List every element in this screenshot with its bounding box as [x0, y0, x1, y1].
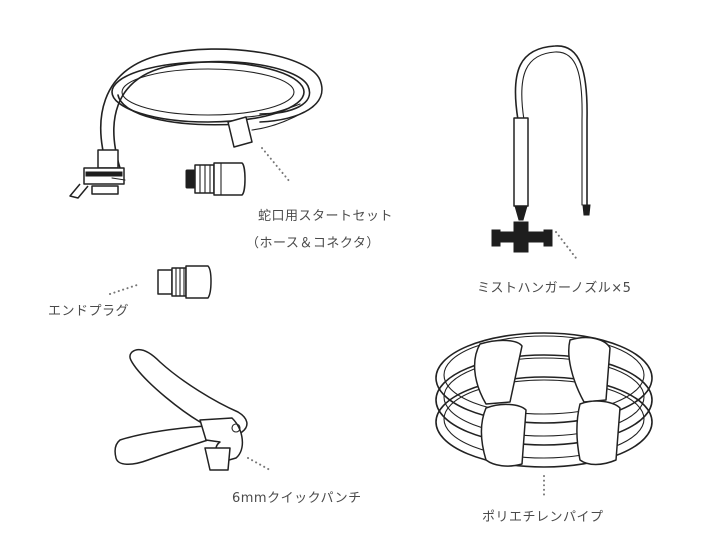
leader-punch [247, 457, 271, 471]
leader-mist-hanger [555, 231, 577, 259]
polyethylene-pipe-coil-illustration [435, 332, 653, 468]
label-quick-punch: 6mmクイックパンチ [232, 491, 362, 506]
label-faucet-set-line2: （ホース＆コネクタ） [246, 236, 380, 251]
end-plug-illustration [157, 265, 212, 299]
quick-punch-illustration [114, 348, 248, 471]
faucet-hose-illustration [69, 48, 323, 199]
mist-hanger-nozzle-illustration [491, 45, 591, 253]
leader-faucet-set [261, 147, 291, 183]
label-poly-pipe: ポリエチレンパイプ [482, 510, 604, 525]
label-mist-hanger: ミストハンガーノズル×5 [477, 281, 632, 296]
leader-end-plug [109, 283, 141, 295]
label-faucet-set-line1: 蛇口用スタートセット [258, 209, 394, 224]
label-end-plug: エンドプラグ [48, 304, 130, 319]
hose-connector-illustration [185, 162, 246, 196]
